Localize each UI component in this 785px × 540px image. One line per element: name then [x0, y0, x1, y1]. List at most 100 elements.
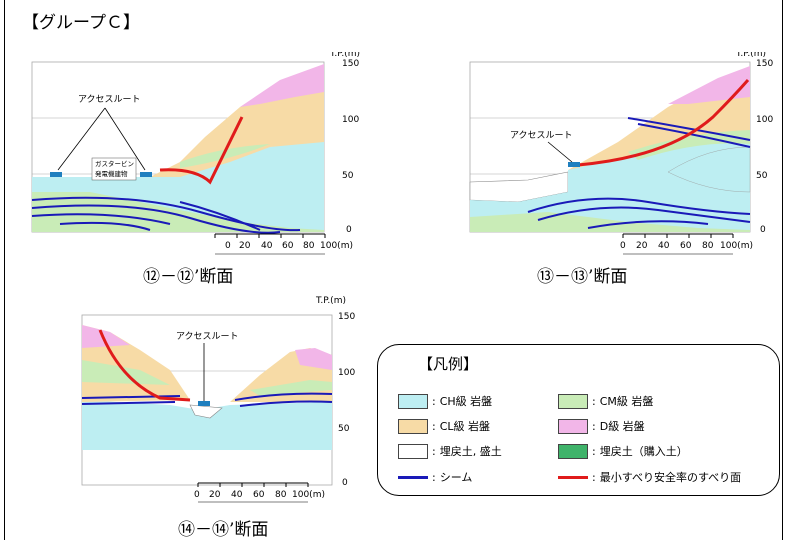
legend-label: 埋戻土（購入土） [599, 445, 688, 458]
gas-turbine-building-marker [140, 172, 152, 177]
legend-item-ch: :CH級 岩盤 [398, 393, 492, 409]
legend-item-seam: :シーム [398, 469, 472, 485]
building-label-line1: ガスタービン [95, 159, 134, 168]
access-route-marker-left [50, 172, 62, 177]
scale-tick: 100(m) [720, 241, 753, 251]
building-label-line2: 発電機建物 [95, 169, 128, 178]
swatch-cl [398, 418, 428, 434]
elev-tick-50: 50 [342, 171, 354, 181]
scale-bar: 0 20 40 60 80 100(m) [620, 233, 753, 255]
section-14-panel: アクセスルート T.P.(m) 150 100 50 0 0 20 40 60 … [80, 290, 380, 520]
elev-tick-150: 150 [756, 59, 773, 69]
access-route-marker [568, 162, 580, 167]
cm-lens-right [250, 380, 332, 396]
d-rock-layer [240, 64, 324, 107]
elev-tick-150: 150 [338, 312, 355, 322]
page-title: 【グループＣ】 [22, 13, 140, 33]
legend-title: 【凡例】 [418, 355, 479, 373]
d-rock-layer-left [82, 325, 130, 348]
slip-surface-14 [98, 329, 191, 402]
slip-surface-12 [159, 116, 244, 185]
callout-line-1 [57, 107, 106, 171]
scale-tick: 0 [194, 490, 200, 500]
scale-tick: 60 [680, 241, 692, 251]
swatch-fill [398, 443, 428, 459]
ch-lens [667, 146, 751, 193]
swatch-cm [558, 393, 588, 409]
cm-lens [628, 130, 750, 160]
access-route-label: アクセスルート [510, 130, 573, 141]
cm-lens [180, 144, 270, 168]
section-13-panel: アクセスルート T.P.(m) 150 100 50 0 0 20 40 60 … [468, 49, 778, 284]
legend-label: シーム [439, 471, 473, 484]
tp-label: T.P.(m) [315, 296, 346, 306]
access-route-marker [198, 401, 210, 406]
legend-label: CH級 岩盤 [439, 395, 493, 408]
legend-label: 最小すべり安全率のすべり面 [599, 471, 742, 484]
swatch-ch [398, 393, 428, 409]
legend-item-cl: :CL級 岩盤 [398, 418, 490, 434]
section-13-diagram: アクセスルート T.P.(m) 150 100 50 0 0 20 40 60 … [469, 49, 773, 255]
access-route-label: アクセスルート [78, 94, 141, 105]
slip-surface-13 [577, 79, 750, 167]
tp-label: T.P.(m) [329, 52, 360, 59]
swatch-seam [398, 475, 428, 479]
elev-tick-50: 50 [756, 171, 768, 181]
swatch-slip [558, 475, 588, 479]
legend-box: 【凡例】 :CH級 岩盤 :CM級 岩盤 :CL級 岩盤 :D級 岩盤 :埋戻土… [377, 344, 780, 496]
legend-label: CL級 岩盤 [439, 420, 491, 433]
callout-line-2 [104, 107, 146, 171]
scale-tick: 20 [239, 241, 251, 251]
section-12-diagram: アクセスルート ガスタービン 発電機建物 T.P.(m) 150 100 50 … [31, 49, 360, 255]
legend-label: CM級 岩盤 [599, 395, 654, 408]
ch-rock-layer [82, 400, 332, 450]
building-label-box [91, 157, 137, 181]
legend-label: 埋戻土, 盛土 [439, 445, 502, 458]
d-rock-layer-right [295, 348, 332, 370]
scale-tick: 40 [261, 241, 273, 251]
swatch-d [558, 418, 588, 434]
seam-lines [527, 117, 751, 229]
legend-item-purchased-fill: :埋戻土（購入土） [558, 443, 688, 459]
elev-tick-100: 100 [342, 115, 359, 125]
elev-tick-0: 0 [346, 225, 352, 235]
elev-tick-0: 0 [760, 225, 766, 235]
section-12-panel: アクセスルート ガスタービン 発電機建物 T.P.(m) 150 100 50 … [30, 49, 380, 284]
fill-soil [189, 404, 223, 419]
section-14-diagram: アクセスルート T.P.(m) 150 100 50 0 0 20 40 60 … [81, 296, 355, 503]
section-14-caption: ⑭－⑭’断面 [178, 520, 269, 540]
swatch-purchased-fill [558, 443, 588, 459]
scale-tick: 80 [275, 490, 287, 500]
section-12-caption: ⑫－⑫’断面 [143, 267, 234, 287]
scale-tick: 0 [225, 241, 231, 251]
legend-item-fill: :埋戻土, 盛土 [398, 443, 502, 459]
access-route-label: アクセスルート [176, 331, 239, 342]
page-frame [4, 0, 783, 540]
section-13-caption: ⑬－⑬’断面 [537, 267, 628, 287]
scale-tick: 20 [636, 241, 648, 251]
scale-bar: 0 20 40 60 80 100(m) [194, 482, 325, 503]
elev-tick-100: 100 [756, 115, 773, 125]
cm-rock-layer [32, 192, 324, 232]
legend-label: D級 岩盤 [599, 420, 645, 433]
elev-tick-50: 50 [338, 424, 350, 434]
legend-item-d: :D級 岩盤 [558, 418, 645, 434]
d-rock-layer [668, 66, 750, 104]
seam-lines [81, 392, 333, 407]
tp-label: T.P.(m) [735, 52, 766, 59]
scale-tick: 100(m) [292, 490, 325, 500]
scale-tick: 60 [282, 241, 294, 251]
scale-bar: 0 20 40 60 80 100(m) [214, 233, 353, 255]
scale-tick: 80 [702, 241, 714, 251]
scale-tick: 40 [658, 241, 670, 251]
elev-tick-0: 0 [342, 478, 348, 488]
legend-item-cm: :CM級 岩盤 [558, 393, 653, 409]
scale-tick: 60 [253, 490, 265, 500]
cm-rock-layer [470, 212, 750, 232]
callout-line [547, 141, 573, 163]
elev-tick-150: 150 [342, 59, 359, 69]
scale-tick: 20 [209, 490, 221, 500]
scale-tick: 40 [231, 490, 243, 500]
scale-tick: 0 [620, 241, 626, 251]
scale-tick: 100(m) [320, 241, 353, 251]
